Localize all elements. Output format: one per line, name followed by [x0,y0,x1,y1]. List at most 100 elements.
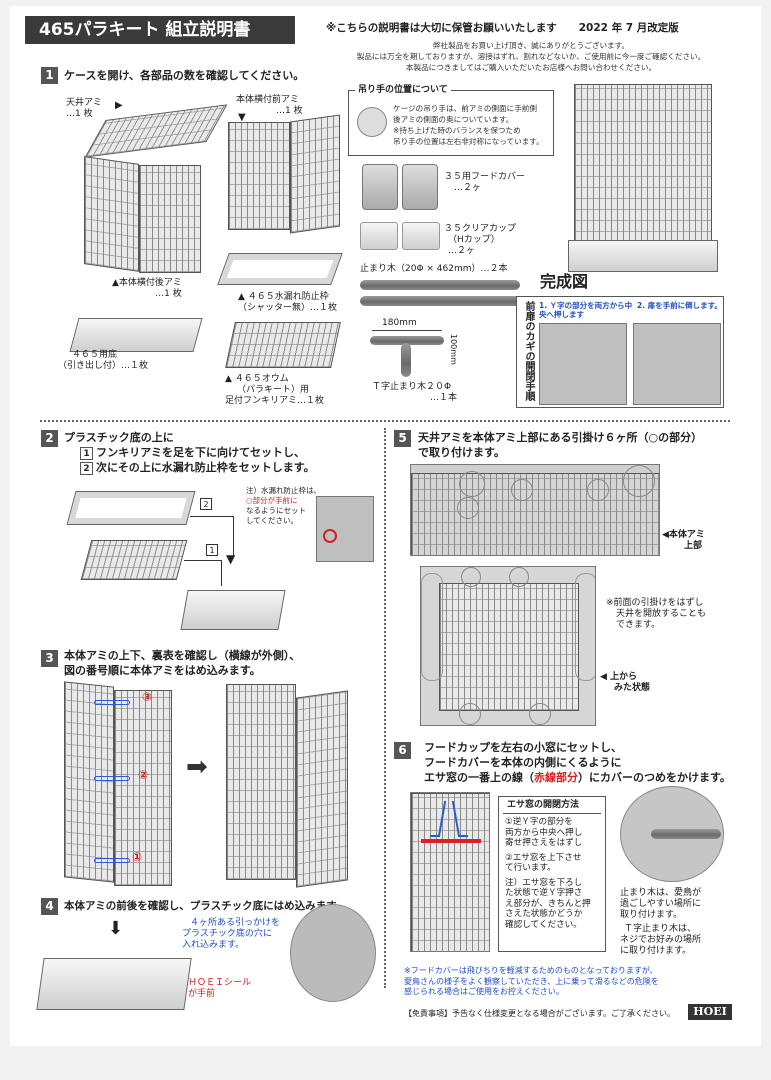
disclaimer: 【免責事項】予告なく仕様変更となる場合がございます。ご了承ください。 [404,1009,675,1018]
part-ceiling-label: 天井アミ …1 枚 [66,98,102,120]
item-text: フンキリアミを足を下に向けてセットし、 [96,446,305,459]
food-cover-image [362,164,398,210]
note-line: に取り付けます。 [620,946,692,956]
part-rear-label: ▲本体横付後アミ …1 枚 [112,278,182,300]
seal-note-line: が手前 [188,989,216,999]
hook-note: ４ヶ所ある引っかけを プラスチック底の穴に 入れ込みます。 [182,918,280,951]
mesh-left-panel-image [64,681,114,883]
instruction-line: ①逆Ｙ字の部分を [505,817,573,827]
part-name: Ｔ字止まり木２０Φ [372,382,452,392]
rear-mesh-left-image [84,156,139,272]
step-6-line: フードカバーを本体の内側にくるように [424,756,622,769]
hanger-note-title: 吊り手の位置について [355,85,451,96]
arrow-line [233,516,234,556]
hook-circle-marker [511,479,533,501]
hook-circle-marker [459,471,485,497]
mesh-top-label: ◀本体アミ 上部 [662,530,705,552]
section-divider [40,420,730,422]
mesh-overlay [411,793,489,951]
cage-body [574,84,712,244]
pointer-down-icon: ▼ [238,112,246,123]
revision-date: 2022 年 7 月改定版 [578,22,679,34]
bottom-tray-image [180,590,286,630]
order-mark-2: ② [138,768,149,782]
hook-note-line: 入れ込みます。 [182,940,245,950]
instruction-line: 確認してください。 [505,919,582,930]
door-step-1: 1. Ｙ字の部分を両方から中央へ押します [539,301,633,319]
front-mesh-right-image [290,114,340,234]
hook-circle-marker [587,479,609,501]
open-ceiling-note: ※前面の引掛けをはずし 天井を開放することも できます。 [606,598,706,631]
step-5-line: 天井アミを本体アミ上部にある引掛け６ヶ所（○の部分） [418,431,703,444]
instruction-line: 寄せ押さえをはずし [505,838,583,848]
assembled-right-image [296,690,348,888]
leakguard-detail-photo [316,496,374,562]
part-name: ３５用フードカバー [444,172,526,182]
column-divider [384,428,386,988]
step-6-line: エサ窓の一番上の線（赤線部分）にカバーのつめをかけます。 [424,770,731,785]
note-line: してください。 [246,516,299,525]
feed-window-instructions: ①逆Ｙ字の部分を 両方から中央へ押し 寄せ押さえをはずし ②エサ窓を上下させ て… [505,817,591,930]
step-4-number: 4 [41,898,58,915]
hook-note-line: プラスチック底の穴に [182,929,272,939]
part-name: ▲ ４６５水漏れ防止枠 [238,292,329,302]
inner-mesh [439,583,579,711]
instruction-line: え部分が、きちんと押 [505,898,591,909]
item-text: 次にその上に水漏れ防止枠をセットします。 [96,461,315,474]
step-1-number: 1 [41,67,58,84]
feed-window-photo [410,792,490,952]
part-front-label: 本体横付前アミ …1 枚 [236,95,303,117]
tray-with-mesh-image [36,958,192,1010]
feed-window-title: エサ窓の開閉方法 [507,800,580,810]
warning-line: ※フードカバーは飛びちりを軽減するためのものとなっておりますが、 [404,966,658,975]
label-line: みた状態 [614,683,651,693]
text-part: ）にカバーのつめをかけます。 [578,771,731,784]
hinge-blue-marker [94,858,130,863]
hook-circle-marker [623,465,655,497]
order-mark-3: ③ [142,690,153,704]
step-2-line1: プラスチック底の上に [64,431,174,444]
red-line-marker [421,839,481,843]
t-perch-width: 180mm [382,318,417,328]
door-lock-box: 前扉のカギの開閉手順 1. Ｙ字の部分を両方から中央へ押します 2. 扉を手前に… [516,296,724,408]
leakguard-frame-image [66,491,196,525]
red-circle-marker [323,529,337,543]
hook-oval-marker [421,573,443,681]
part-bottom-label: ４６５用底 （引き出し付）…１枚 [58,350,148,372]
pointer-icon: ▶ [115,100,123,111]
perch-label: 止まり木（20Φ × 462mm）…２本 [360,264,508,274]
step-4-text: 本体アミの前後を確認し、プラスチック底にはめ込みます。 [64,900,347,912]
perch-note: 止まり木は、愛鳥が 過ごしやすい場所に 取り付けます。 [620,888,701,921]
t-perch-height: 100mm [449,334,458,365]
step-2-mark: 2 [200,498,212,510]
brand-logo: HOEI [688,1004,732,1020]
hinge-blue-marker [94,776,130,781]
arrow-line [184,560,222,561]
clear-cup-image [360,222,398,250]
clear-cup-image [402,222,440,250]
hanger-note-line: ※持ち上げた時のバランスを保つため [393,126,521,135]
step-3-line: 図の番号順に本体アミをはめ込みます。 [64,664,261,677]
door-lock-photo-1 [539,323,627,405]
step-6-number: 6 [394,742,411,759]
instruction-line: さえた状態かどうか [505,909,583,919]
part-name: ４６５用底 [72,350,118,360]
grate-image [80,540,188,580]
hanger-note-box: 吊り手の位置について ケージの吊り手は、前アミの側面に手前側 後アミの側面の奥に… [348,85,554,156]
label-line: ◀ 上から [600,672,638,682]
perch-image [360,296,520,306]
hinge-blue-marker [94,700,130,705]
item-number-box: 2 [80,462,93,475]
perch-image [360,280,520,290]
instruction-line: 注）エサ窓を下ろし [505,877,583,888]
step-2-number: 2 [41,430,58,447]
arrow-right-icon: ➡ [186,752,208,782]
hanger-detail-image [357,107,387,137]
hanger-note-line: 後アミの側面の奥についています。 [393,115,514,124]
part-count: …1 枚 [155,289,182,299]
bottom-tray-image [69,318,203,352]
dimension-line [372,330,442,331]
text-part: エサ窓の一番上の線（ [424,771,534,784]
